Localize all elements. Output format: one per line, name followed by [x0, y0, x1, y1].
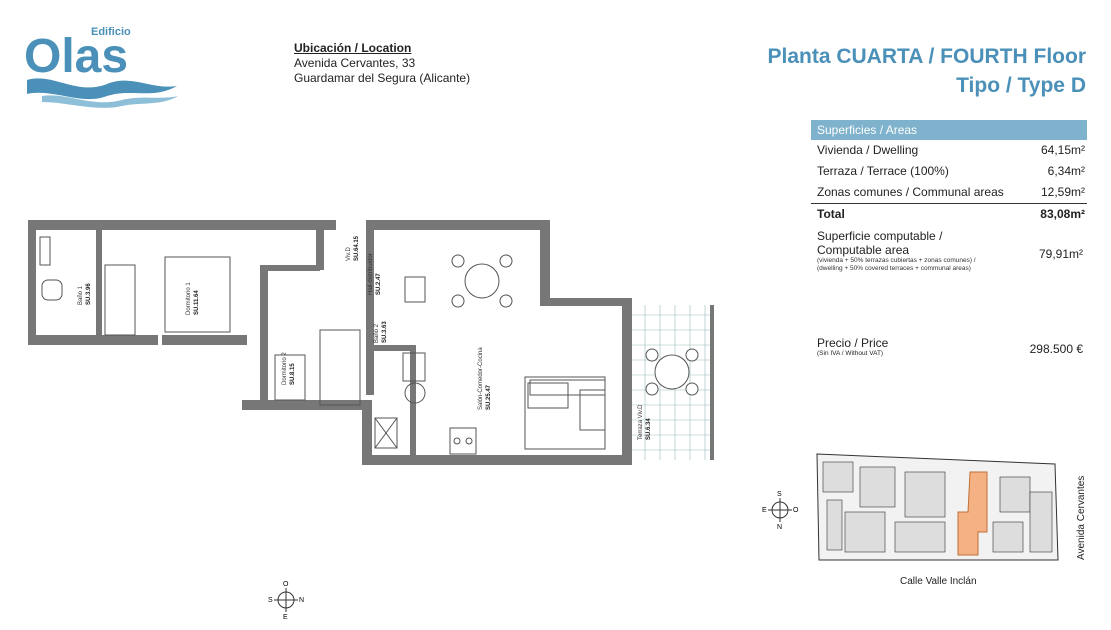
- area-value: 6,34m²: [1047, 164, 1085, 178]
- room-area-salon: SU.25.47: [486, 384, 492, 410]
- location-line1: Avenida Cervantes, 33: [294, 56, 416, 70]
- site-compass-s: S: [777, 491, 782, 498]
- computable-note1: (vivienda + 50% terrazas cubiertas + zon…: [817, 257, 976, 264]
- room-area-dorm2: SU.8.15: [290, 363, 296, 385]
- logo-small-text: Edificio: [91, 26, 131, 38]
- area-label: Vivienda / Dwelling: [817, 143, 919, 157]
- area-total-row: Total 83,08m²: [811, 203, 1087, 224]
- site-compass-n: N: [777, 524, 782, 530]
- area-label: Terraza / Terrace (100%): [817, 164, 949, 178]
- room-label-terraza: Terraza Viv.D: [638, 404, 644, 440]
- compass-n: N: [299, 597, 304, 604]
- site-compass-o: O: [793, 507, 799, 514]
- room-label-bano2: Baño 2: [374, 323, 380, 343]
- room-area-vivd: SU.64.15: [354, 235, 360, 261]
- street-label: Calle Valle Inclán: [900, 576, 977, 587]
- room-area-bano1: SU.3.96: [86, 283, 92, 305]
- room-area-hall: SU.2.47: [376, 273, 382, 295]
- room-area-bano2: SU.3.63: [382, 321, 388, 343]
- area-total-label: Total: [817, 207, 845, 221]
- floor-title: Planta CUARTA / FOURTH Floor Tipo / Type…: [768, 42, 1087, 100]
- computable-area: Superficie computable / Computable area …: [817, 229, 1085, 273]
- areas-header: Superficies / Areas: [811, 120, 1087, 140]
- price-note: (Sin IVA / Without VAT): [817, 350, 884, 357]
- compass-o: O: [283, 581, 289, 588]
- compass-icon: O S N E: [268, 580, 308, 621]
- compass-s: S: [268, 597, 273, 604]
- price-value: 298.500 €: [1029, 342, 1083, 356]
- area-value: 64,15m²: [1040, 143, 1085, 157]
- avenue-label: Avenida Cervantes: [1076, 475, 1087, 560]
- areas-table: Superficies / Areas Vivienda / Dwelling …: [811, 120, 1087, 224]
- computable-label1: Superficie computable /: [817, 229, 943, 243]
- area-row: Zonas comunes / Communal areas 12,59m²: [811, 182, 1087, 203]
- site-compass-icon: S E O N: [762, 490, 802, 531]
- floor-title-line1: Planta CUARTA / FOURTH Floor: [767, 45, 1087, 68]
- site-map: [815, 452, 1060, 565]
- computable-note2: (dwelling + 50% covered terraces + commu…: [817, 265, 971, 272]
- avenue-label-box: Avenida Cervantes: [1072, 475, 1092, 563]
- room-label-dorm2: Dormitorio 2: [282, 352, 288, 385]
- area-label: Zonas comunes / Communal areas: [817, 185, 1004, 199]
- logo-name-text: Olas: [24, 30, 128, 83]
- room-label-vivd: Viv.D: [346, 247, 352, 261]
- price-block: Precio / Price (Sin IVA / Without VAT) 2…: [817, 336, 1085, 358]
- room-label-bano1: Baño 1: [78, 285, 84, 305]
- area-row: Vivienda / Dwelling 64,15m²: [811, 140, 1087, 161]
- location-block: Ubicación / Location Avenida Cervantes, …: [294, 41, 470, 86]
- price-label: Precio / Price: [817, 336, 889, 350]
- room-area-terraza: SU.6.34: [646, 418, 652, 440]
- area-total-value: 83,08m²: [1040, 207, 1085, 221]
- location-heading: Ubicación / Location: [294, 41, 412, 55]
- logo-wave-icon: [27, 78, 177, 100]
- room-label-hall: Hall-distribuidor: [368, 253, 374, 295]
- room-label-dorm1: Dormitorio 1: [186, 282, 192, 315]
- location-line2: Guardamar del Segura (Alicante): [294, 71, 471, 85]
- floor-title-line2: Tipo / Type D: [956, 74, 1086, 97]
- brand-logo: Edificio Olas: [22, 22, 182, 108]
- floor-plan: Baño 1 SU.3.96 Dormitorio 1 SU.11.64 Viv…: [20, 205, 720, 475]
- logo-wave2-icon: [42, 95, 178, 108]
- area-row: Terraza / Terrace (100%) 6,34m²: [811, 161, 1087, 182]
- computable-value: 79,91m²: [1038, 247, 1083, 261]
- computable-label2: Computable area: [817, 243, 910, 257]
- area-value: 12,59m²: [1040, 185, 1085, 199]
- room-label-salon: Salón-Comedor-Cocina: [478, 347, 484, 410]
- room-area-dorm1: SU.11.64: [194, 290, 200, 315]
- site-compass-e: E: [762, 507, 767, 514]
- compass-e: E: [283, 614, 288, 620]
